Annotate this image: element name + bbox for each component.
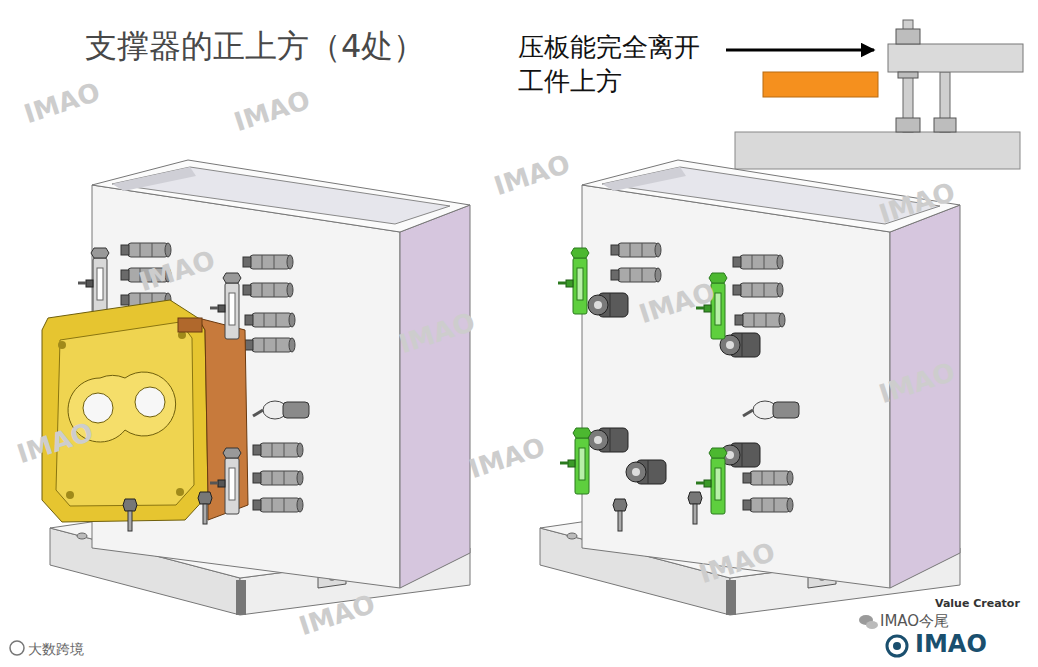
right-parts xyxy=(733,255,783,269)
left-parts xyxy=(253,471,303,485)
watermark: IMAO xyxy=(465,432,548,485)
left-parts xyxy=(253,498,303,512)
right-parts xyxy=(696,448,727,514)
right-parts xyxy=(560,428,591,494)
left-parts xyxy=(253,401,309,419)
left-parts xyxy=(210,273,241,339)
right-parts xyxy=(588,428,628,452)
boss xyxy=(178,318,202,332)
inset-plate xyxy=(888,44,1023,72)
fixture-right xyxy=(540,160,960,615)
workpiece xyxy=(42,300,208,522)
watermark: IMAO xyxy=(490,149,573,202)
logo-mark xyxy=(887,636,907,656)
inset-nut xyxy=(934,118,956,132)
title: 支撑器的正上方（4处） xyxy=(85,26,425,66)
workpiece-face xyxy=(56,322,194,506)
inset-washer xyxy=(898,72,918,78)
source-icon xyxy=(10,641,24,655)
right-parts xyxy=(743,498,793,512)
bore xyxy=(135,387,165,417)
right-parts xyxy=(735,313,785,327)
source-mark: 大数跨境 xyxy=(28,640,84,658)
account-name: IMAO今尾 xyxy=(880,612,949,631)
right-parts xyxy=(743,401,799,419)
left-parts xyxy=(123,499,137,531)
right-parts xyxy=(558,243,799,531)
watermark: IMAO xyxy=(875,177,958,230)
workpiece-side xyxy=(198,318,248,520)
logo-mark xyxy=(893,642,901,650)
right-parts xyxy=(720,333,760,357)
hole xyxy=(176,488,184,496)
watermark: IMAO xyxy=(13,417,96,470)
inset-nut xyxy=(896,118,920,132)
logo-text: IMAO xyxy=(915,630,987,658)
watermark: IMAO xyxy=(135,245,218,298)
right-parts xyxy=(743,471,793,485)
pointer-arrow xyxy=(726,49,874,52)
hole xyxy=(66,491,74,499)
left-parts xyxy=(243,255,293,269)
note: 压板能完全离开 工件上方 xyxy=(518,30,710,98)
right-parts xyxy=(588,293,628,317)
right-parts xyxy=(688,492,702,524)
watermark: IMAO xyxy=(875,357,958,410)
left-parts xyxy=(42,243,309,531)
left-parts xyxy=(210,448,241,514)
right-parts xyxy=(611,243,661,257)
left-parts xyxy=(245,338,295,352)
wechat-icon xyxy=(866,621,878,629)
inset-clamp xyxy=(726,20,1023,169)
fixture-left xyxy=(50,160,470,615)
slogan: Value Creator xyxy=(935,597,1020,611)
right-parts xyxy=(733,283,783,297)
right-parts xyxy=(613,499,627,531)
inset-nut xyxy=(896,29,920,44)
right-parts xyxy=(558,248,589,314)
left-parts xyxy=(243,283,293,297)
right-parts xyxy=(611,268,661,282)
left-parts xyxy=(253,443,303,457)
inset-base xyxy=(735,132,1020,169)
left-parts xyxy=(198,492,212,524)
inset-workpiece xyxy=(763,72,878,97)
watermark: IMAO xyxy=(695,537,778,590)
left-parts xyxy=(121,243,171,257)
right-parts xyxy=(626,460,666,484)
left-parts xyxy=(78,248,109,314)
watermark: IMAO xyxy=(295,589,378,642)
watermark: IMAO xyxy=(230,85,313,138)
watermark: IMAO xyxy=(395,307,478,360)
left-parts xyxy=(245,313,295,327)
watermark: IMAO xyxy=(635,277,718,330)
watermark: IMAO xyxy=(20,77,103,130)
hole xyxy=(58,341,66,349)
